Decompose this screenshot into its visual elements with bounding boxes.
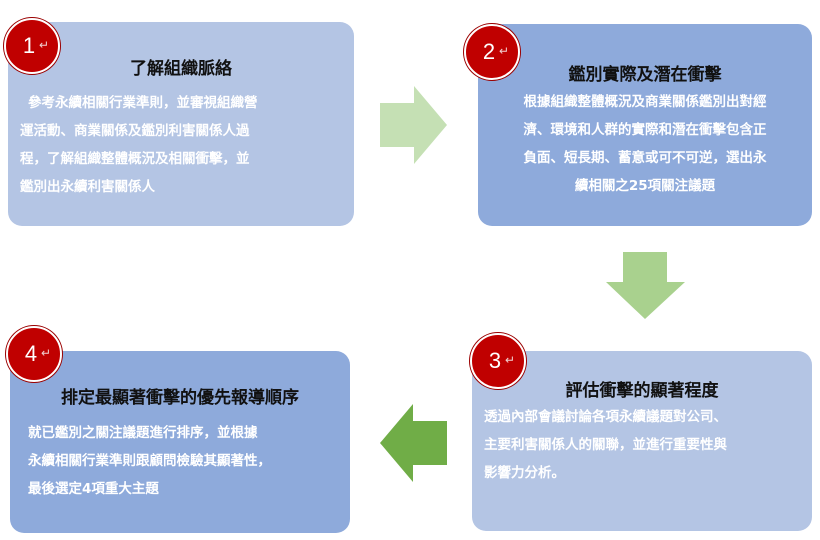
step-4-box: 排定最顯著衝擊的優先報導順序 就已鑑別之關注議題進行排序，並根據 永續相關行業準…: [10, 351, 350, 533]
step-2-line-1: 根據組織整體概況及商業關係鑑別出對經: [523, 94, 767, 110]
step-2-title: 鑑別實際及潛在衝擊: [568, 65, 722, 85]
step-3-line-1: 透過內部會議討論各項永續議題對公司、: [484, 409, 727, 425]
step-4-description: 就已鑑別之關注議題進行排序，並根據 永續相關行業準則跟顧問檢驗其顯著性， 最後選…: [28, 419, 346, 503]
step-3-number: 3: [488, 348, 502, 373]
step-4-number-badge: 4 ↵: [6, 326, 62, 382]
step-4-title: 排定最顯著衝擊的優先報導順序: [61, 388, 299, 408]
step-3-number-badge: 3 ↵: [470, 333, 526, 389]
step-4-line-3: 最後選定4項重大主題: [28, 481, 159, 497]
step-3-box: 評估衝擊的顯著程度 透過內部會議討論各項永續議題對公司、 主要利害關係人的關聯，…: [472, 351, 812, 531]
step-1-box: 了解組織脈絡 參考永續相關行業準則，並審視組織營 運活動、商業關係及鑑別利害關係…: [8, 22, 354, 226]
arrow-down-icon: [606, 252, 685, 319]
step-1-line-4: 鑑別出永續利害關係人: [20, 179, 155, 195]
return-arrow-icon: ↵: [38, 38, 49, 52]
return-arrow-icon: ↵: [40, 346, 51, 360]
step-2-number: 2: [482, 39, 496, 64]
step-3-description: 透過內部會議討論各項永續議題對公司、 主要利害關係人的關聯，並進行重要性與 影響…: [484, 403, 808, 487]
step-3-title: 評估衝擊的顯著程度: [565, 381, 719, 401]
return-arrow-icon: ↵: [498, 44, 509, 58]
step-3-line-2: 主要利害關係人的關聯，並進行重要性與: [484, 437, 727, 453]
step-2-description: 根據組織整體概況及商業關係鑑別出對經 濟、環境和人群的實際和潛在衝擊包含正 負面…: [486, 88, 804, 200]
step-1-number-badge: 1 ↵: [4, 18, 60, 74]
return-arrow-icon: ↵: [504, 353, 515, 367]
arrow-right-icon: [380, 86, 447, 164]
arrow-left-icon: [380, 404, 447, 482]
step-1-description: 參考永續相關行業準則，並審視組織營 運活動、商業關係及鑑別利害關係人過 程，了解…: [20, 89, 346, 201]
step-1-number: 1: [22, 33, 36, 58]
step-1-line-1: 參考永續相關行業準則，並審視組織營: [28, 95, 258, 111]
step-4-number: 4: [24, 341, 38, 366]
step-2-line-4: 續相關之25項關注議題: [574, 178, 716, 194]
step-3-line-3: 影響力分析。: [484, 465, 565, 481]
step-2-line-2: 濟、環境和人群的實際和潛在衝擊包含正: [523, 122, 767, 138]
step-2-line-3: 負面、短長期、蓄意或可不可逆，選出永: [523, 150, 767, 166]
step-4-line-2: 永續相關行業準則跟顧問檢驗其顯著性，: [28, 453, 271, 469]
step-4-line-1: 就已鑑別之關注議題進行排序，並根據: [28, 425, 258, 441]
step-1-line-2: 運活動、商業關係及鑑別利害關係人過: [20, 123, 250, 139]
step-2-box: 鑑別實際及潛在衝擊 根據組織整體概況及商業關係鑑別出對經 濟、環境和人群的實際和…: [478, 24, 812, 226]
step-1-title: 了解組織脈絡: [130, 59, 232, 79]
step-1-line-3: 程，了解組織整體概況及相關衝擊，並: [20, 151, 250, 167]
step-2-number-badge: 2 ↵: [464, 24, 520, 80]
